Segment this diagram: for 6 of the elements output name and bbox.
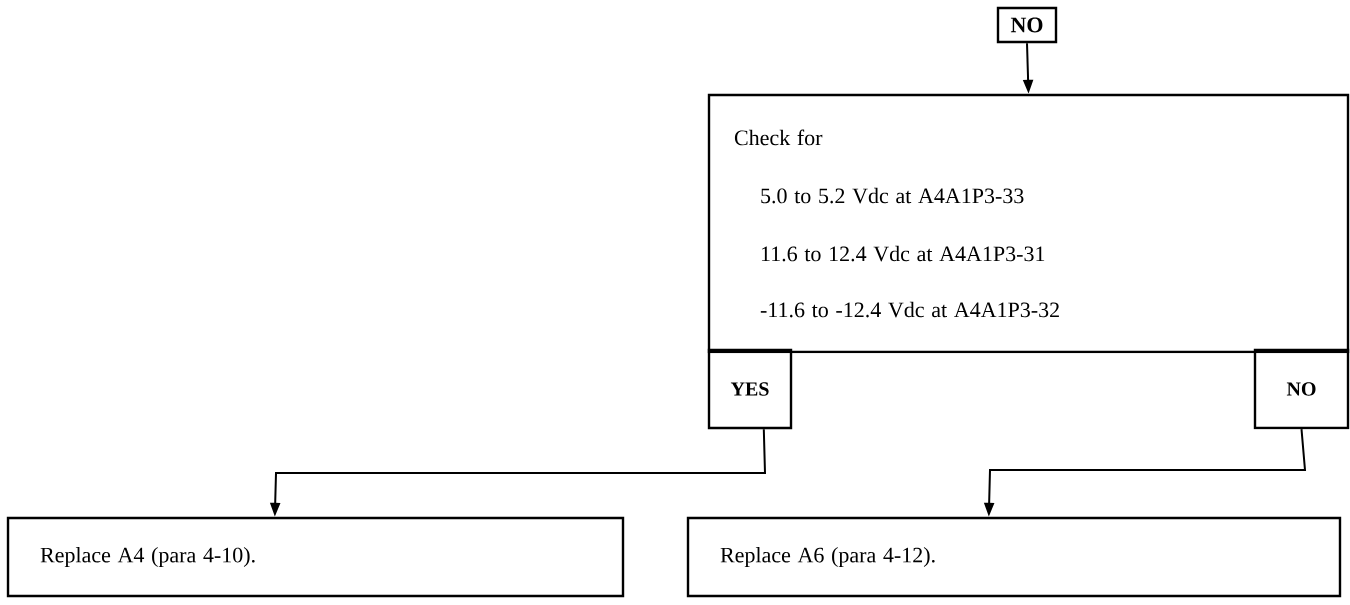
action-box: Replace A4 (para 4-10). (6, 516, 625, 598)
answer-box: YES (707, 348, 793, 430)
answer-tag: NO (996, 6, 1058, 44)
answer-box: NO (1253, 348, 1350, 430)
check-box: Check for 5.0 to 5.2 Vdc at A4A1P3-33 11.6 to 12.4 Vdc at A4A1P3-31 -11.6 to -12.4 Vdc at A4A1P3-32 (707, 93, 1350, 354)
action-box: Replace A6 (para 4-12). (686, 516, 1342, 598)
